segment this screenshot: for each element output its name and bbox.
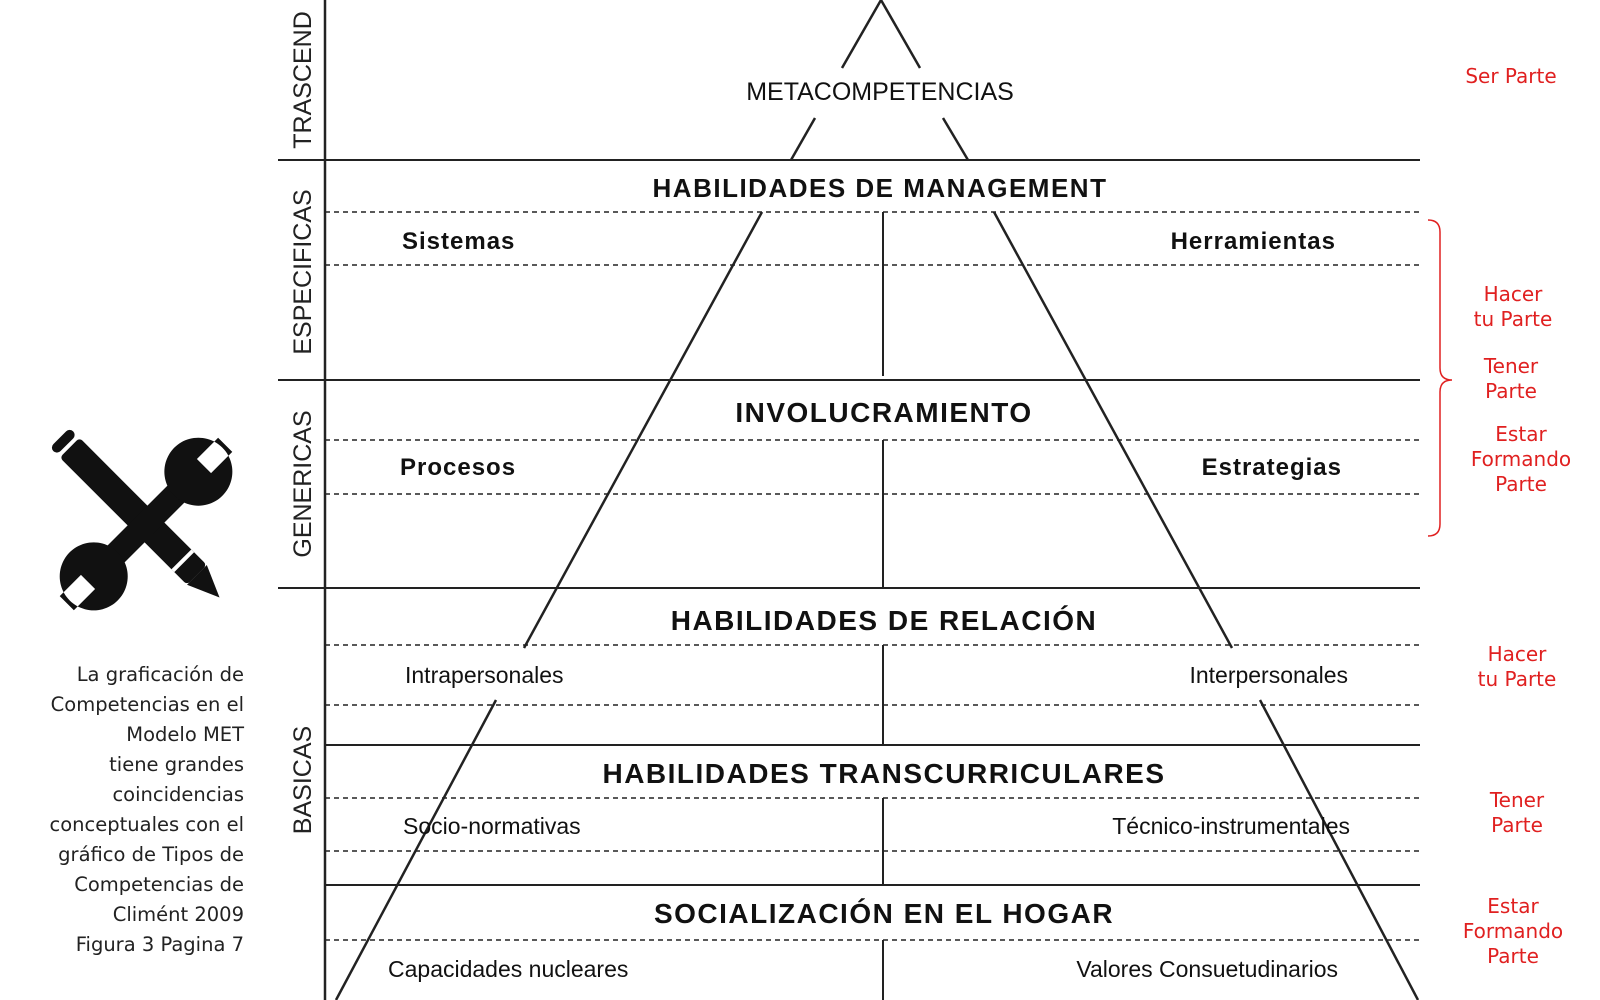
caption-line: Competencias en el — [50, 693, 244, 716]
pyramid-edge — [941, 117, 970, 161]
caption-line: coincidencias — [112, 783, 244, 806]
sublabel-estrategias: Estrategias — [1202, 454, 1342, 481]
red-bracket — [1427, 219, 1453, 537]
level-management: HABILIDADES DE MANAGEMENT — [653, 173, 1108, 203]
annotation-hacer-tu-parte-2: Hacer tu Parte — [1477, 642, 1557, 691]
section-label-especificas: ESPECIFICAS — [289, 189, 317, 354]
pyramid-edge — [334, 699, 498, 1000]
annotation-estar-formando-parte-1: Estar Formando Parte — [1470, 422, 1572, 496]
pyramid-edge — [789, 117, 817, 161]
sublabel-herramientas: Herramientas — [1171, 228, 1336, 255]
caption-line: Figura 3 Pagina 7 — [75, 933, 244, 956]
pyramid-edge — [840, 0, 883, 69]
section-label-trascend: TRASCEND — [289, 11, 317, 149]
pyramid-edge — [522, 211, 764, 649]
annotation-estar-formando-parte-2: Estar Formando Parte — [1462, 894, 1564, 968]
annotation-tener-parte-1: Tener Parte — [1483, 354, 1539, 403]
wrench-pencil-icon — [51, 429, 233, 611]
pyramid-edge — [879, 0, 922, 69]
section-label-genericas: GENERICAS — [289, 410, 317, 557]
level-transcurriculares: HABILIDADES TRANSCURRICULARES — [602, 758, 1165, 789]
sublabel-intrapersonales: Intrapersonales — [405, 662, 564, 688]
pyramid-edge — [992, 211, 1234, 649]
annotation-tener-parte-2: Tener Parte — [1489, 788, 1545, 837]
level-metacompetencias: METACOMPETENCIAS — [746, 78, 1014, 106]
caption-line: Climént 2009 — [112, 903, 244, 926]
level-involucramiento: INVOLUCRAMIENTO — [735, 397, 1032, 428]
caption-line: La graficación de — [76, 663, 244, 686]
annotation-ser-parte: Ser Parte — [1465, 64, 1557, 88]
section-label-basicas: BASICAS — [289, 726, 317, 834]
sublabel-capacidades-nucleares: Capacidades nucleares — [388, 956, 628, 982]
sublabel-valores-consuetudinarios: Valores Consuetudinarios — [1076, 956, 1338, 982]
level-hogar: SOCIALIZACIÓN EN EL HOGAR — [654, 898, 1114, 929]
pyramid-edge — [1258, 699, 1420, 1000]
caption-line: tiene grandes — [109, 753, 244, 776]
sublabel-sistemas: Sistemas — [402, 228, 515, 255]
sublabel-interpersonales: Interpersonales — [1189, 662, 1348, 688]
caption-text: La graficación de Competencias en el Mod… — [20, 660, 244, 960]
level-relacion: HABILIDADES DE RELACIÓN — [671, 605, 1098, 636]
caption-line: gráfico de Tipos de — [58, 843, 244, 866]
sublabel-tecnico-instrumentales: Técnico-instrumentales — [1112, 813, 1350, 839]
sublabel-procesos: Procesos — [400, 454, 516, 481]
sublabel-socio-normativas: Socio-normativas — [403, 813, 581, 839]
annotation-hacer-tu-parte-1: Hacer tu Parte — [1473, 282, 1553, 331]
caption-line: Modelo MET — [126, 723, 244, 746]
caption-line: Competencias de — [74, 873, 244, 896]
caption-line: conceptuales con el — [49, 813, 244, 836]
